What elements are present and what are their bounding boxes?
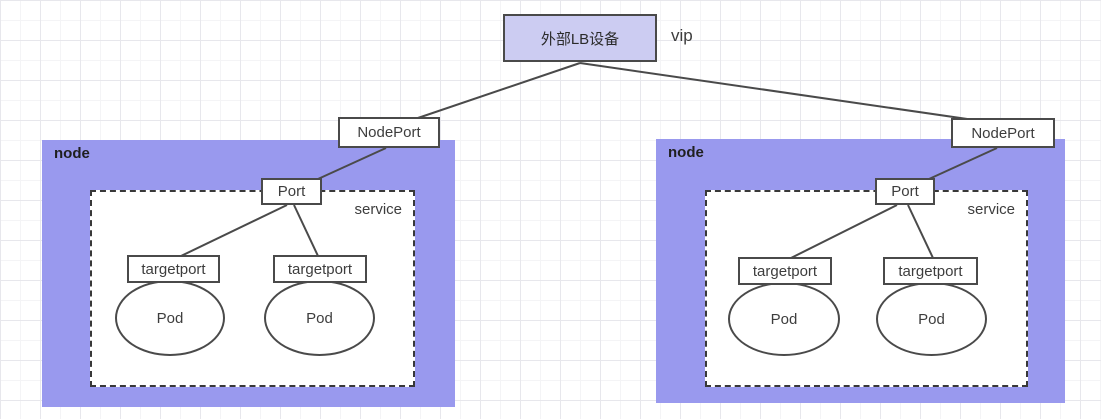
vip-label[interactable]: vip (671, 26, 693, 45)
pod-shape[interactable]: Pod (115, 280, 225, 356)
pod-label: Pod (156, 309, 184, 327)
nodeport-box-right[interactable]: NodePort (951, 118, 1055, 148)
nodeport-label: NodePort (357, 124, 421, 141)
external-lb-label: 外部LB设备 (540, 30, 620, 48)
nodeport-label: NodePort (971, 124, 1035, 142)
pod-label: Pod (770, 310, 798, 328)
node-label: node (668, 144, 704, 161)
nodeport-box-left[interactable]: NodePort (338, 117, 440, 148)
targetport-box[interactable]: targetport (127, 255, 220, 283)
pod-label: Pod (306, 309, 333, 327)
targetport-box[interactable]: targetport (273, 255, 367, 283)
node-label: node (54, 145, 90, 162)
targetport-box[interactable]: targetport (738, 257, 832, 285)
port-label: Port (891, 183, 919, 200)
pod-shape[interactable]: Pod (264, 280, 375, 356)
port-label: Port (277, 183, 306, 200)
targetport-label: targetport (287, 260, 353, 278)
service-label: service (967, 201, 1015, 218)
pod-label: Pod (918, 310, 945, 328)
pod-shape[interactable]: Pod (728, 282, 840, 356)
external-lb-box[interactable]: 外部LB设备 (503, 14, 657, 62)
connector-lb-to-nodeport-right[interactable] (579, 62, 989, 123)
connector-lb-to-nodeport-left[interactable] (411, 62, 581, 121)
service-label: service (354, 201, 402, 218)
targetport-label: targetport (898, 262, 963, 280)
pod-shape[interactable]: Pod (876, 282, 987, 356)
targetport-label: targetport (141, 260, 206, 278)
targetport-label: targetport (752, 262, 818, 280)
port-box-left[interactable]: Port (261, 178, 322, 205)
port-box-right[interactable]: Port (875, 178, 935, 205)
targetport-box[interactable]: targetport (883, 257, 978, 285)
